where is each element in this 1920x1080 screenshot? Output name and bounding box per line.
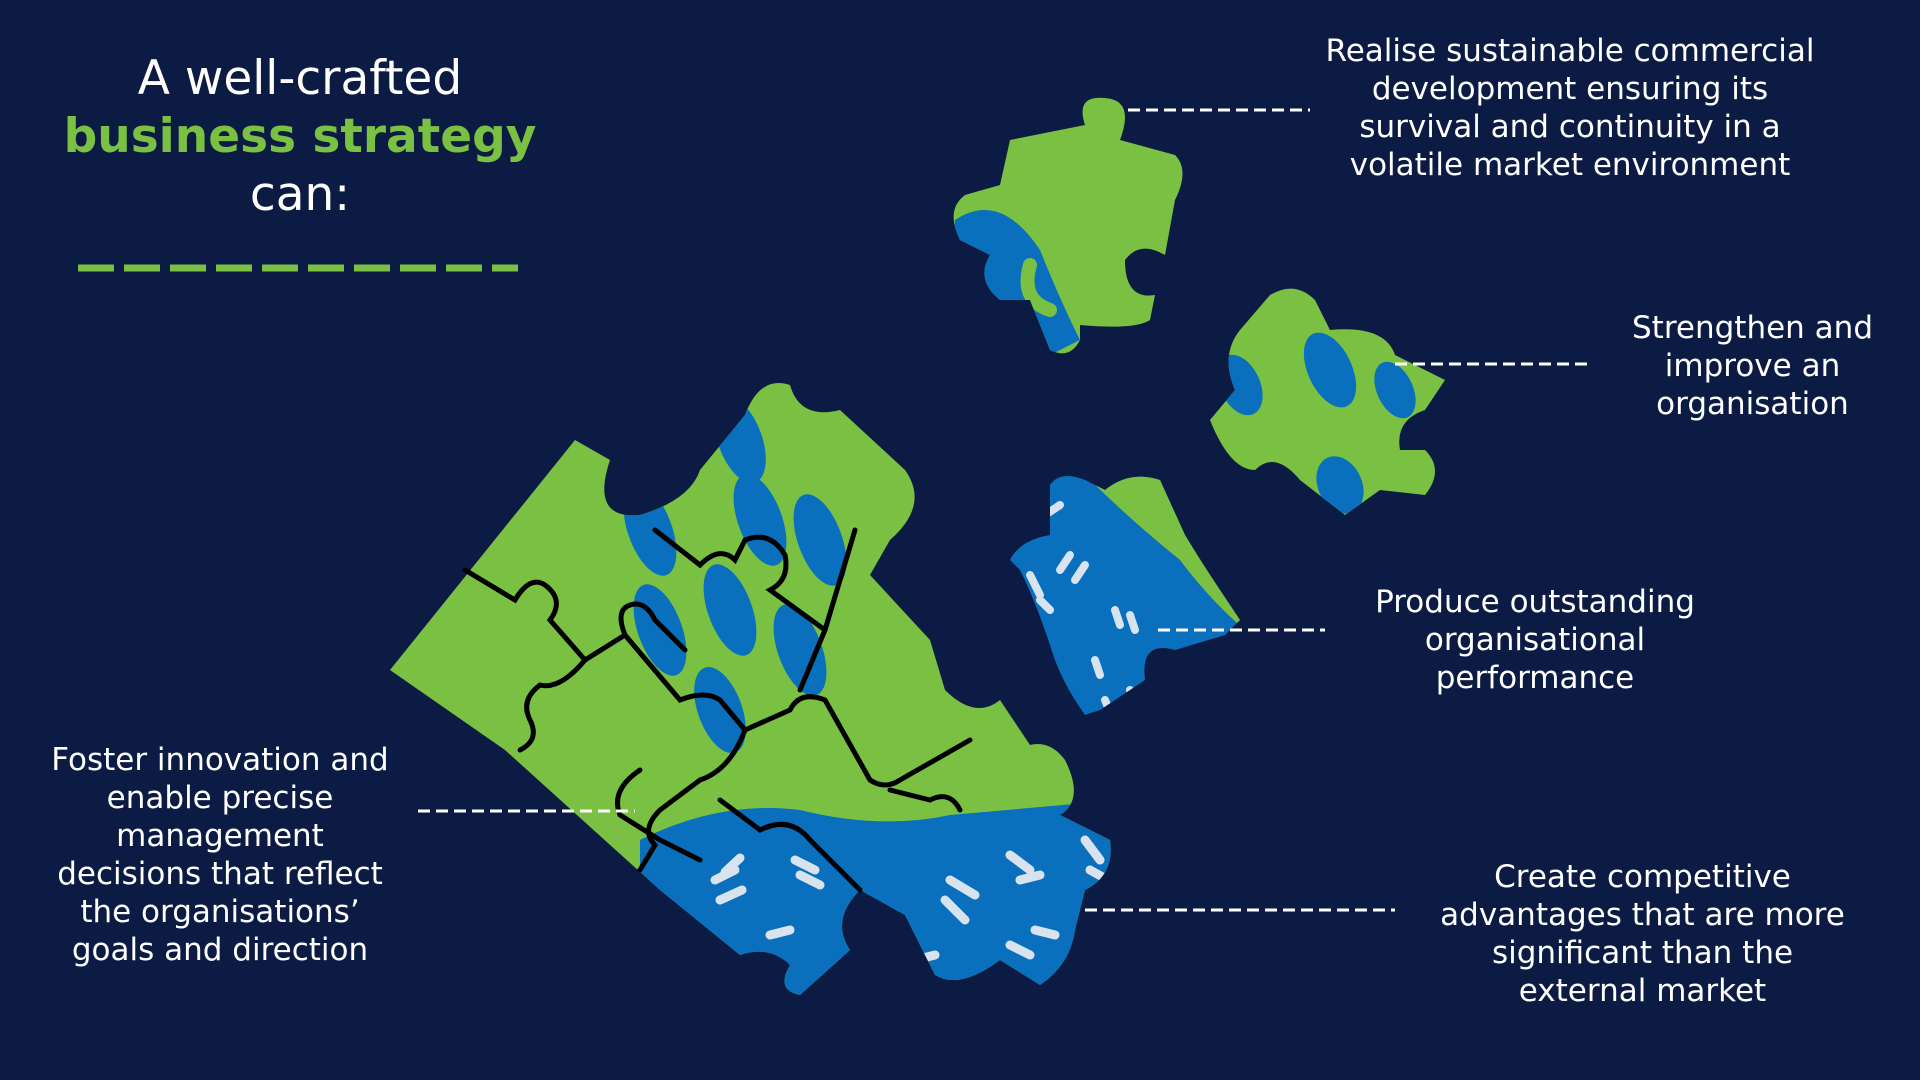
floating-puzzle-piece-1 xyxy=(953,97,1183,354)
main-puzzle-cluster xyxy=(390,383,1111,995)
callout-sustainable-development: Realise sustainable commercial developme… xyxy=(1325,33,1815,183)
heading-line-1: A well-crafted xyxy=(137,51,463,106)
heading-dashed-underline xyxy=(78,264,518,272)
puzzle-piece-outlines xyxy=(462,527,973,893)
floating-puzzle-piece-2 xyxy=(1210,288,1445,515)
heading: A well-crafted business strategy can: xyxy=(60,50,540,224)
heading-highlight: business strategy xyxy=(63,109,537,164)
floating-puzzle-piece-3 xyxy=(1010,476,1240,715)
callout-strengthen-organisation: Strengthen and improve an organisation xyxy=(1632,310,1873,422)
callout-foster-innovation: Foster innovation and enable precise man… xyxy=(51,742,389,968)
heading-line-3: can: xyxy=(249,167,351,222)
callout-organisational-performance: Produce outstanding organisational perfo… xyxy=(1375,584,1695,696)
callout-competitive-advantages: Create competitive advantages that are m… xyxy=(1440,859,1845,1009)
